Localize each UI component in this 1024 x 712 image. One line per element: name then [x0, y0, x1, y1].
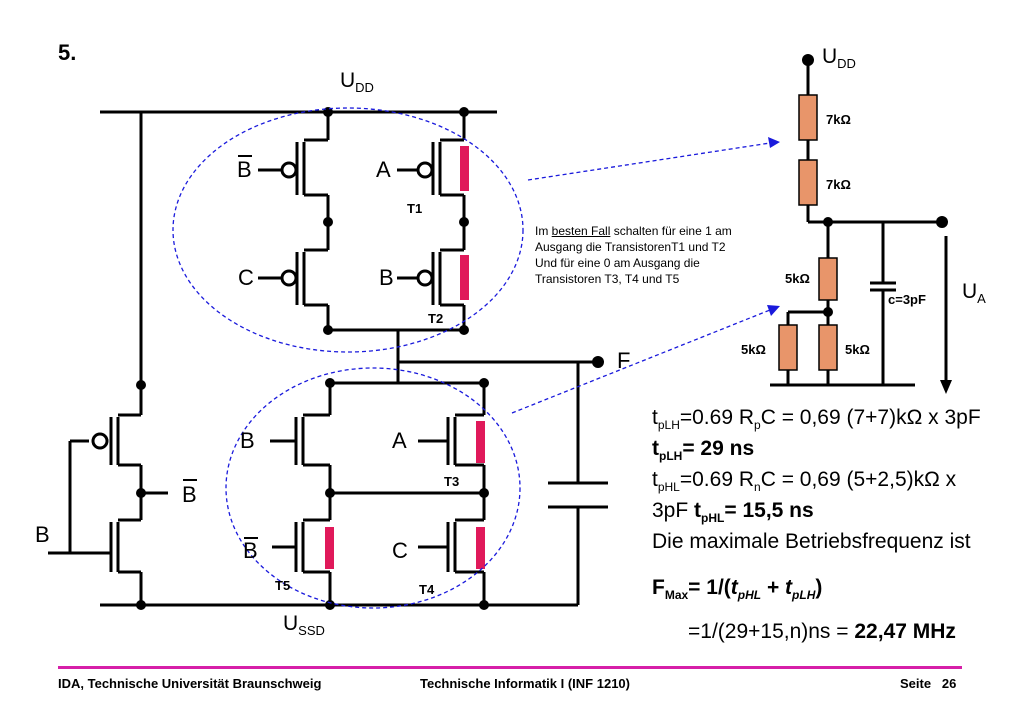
- resistor-r2-label: 7kΩ: [826, 177, 851, 192]
- footer-page: Seite 26: [900, 676, 957, 691]
- input-c-mid: C: [238, 265, 254, 290]
- input-a-lower: A: [392, 428, 407, 453]
- formula-fmax: FMax= 1/(tpHL + tpLH): [652, 576, 823, 603]
- formula-tplh: tpLH=0.69 RpC = 0,69 (7+7)kΩ x 3pF: [652, 406, 981, 433]
- nodes: [136, 54, 948, 610]
- transistor-t5-label: T5: [275, 578, 291, 593]
- input-c-bottom: C: [392, 538, 408, 563]
- formula-tphl: tpHL=0.69 RnC = 0,69 (5+2,5)kΩ x: [652, 468, 957, 495]
- result-tphl: 3pF tpHL= 15,5 ns: [652, 499, 814, 526]
- overlines: [183, 155, 258, 539]
- transistor-t2-label: T2: [428, 311, 444, 326]
- arrow-head-top: [768, 137, 780, 148]
- footer-institution: IDA, Technische Universität Braunschweig: [58, 676, 322, 691]
- output-f-label: F: [617, 348, 631, 373]
- arrow-head-bottom: [767, 305, 780, 316]
- result-tplh: tpLH= 29 ns: [652, 437, 755, 464]
- udd-label-left: UDD: [340, 69, 374, 96]
- transistor-t3-label: T3: [444, 474, 460, 489]
- footer-rule: [58, 666, 962, 669]
- transistor-t4-label: T4: [419, 582, 435, 597]
- input-b-lower: B: [240, 428, 255, 453]
- input-a-top: A: [376, 157, 391, 182]
- channel-bars: [325, 146, 485, 569]
- resistor-r1-label: 7kΩ: [826, 112, 851, 127]
- input-b-bar-top: B: [237, 157, 252, 182]
- wires: [48, 60, 948, 607]
- resistor-r4-label: 5kΩ: [741, 342, 766, 357]
- resistor-r3-label: 5kΩ: [785, 271, 810, 286]
- ua-arrow-head: [940, 380, 952, 394]
- capacitor-label: c=3pF: [888, 292, 926, 307]
- dashed-annotations: [172, 107, 771, 609]
- udd-label-right: UDD: [822, 45, 856, 72]
- resistors: [778, 94, 838, 371]
- inverter-output-b-bar: B: [182, 482, 197, 507]
- inverter-input-b: B: [35, 522, 50, 547]
- transistor-t1-label: T1: [407, 201, 423, 216]
- footer-course: Technische Informatik I (INF 1210): [420, 676, 630, 691]
- result-fmax: =1/(29+15,n)ns = 22,47 MHz: [688, 620, 956, 643]
- explanation-note: Im besten Fall schalten für eine 1 am Au…: [535, 224, 732, 286]
- input-b-mid: B: [379, 265, 394, 290]
- input-b-bar-bottom: B: [243, 538, 258, 563]
- ussd-label: USSD: [283, 612, 325, 639]
- gate-bubbles: [91, 161, 434, 450]
- slide-number: 5.: [58, 40, 77, 65]
- frequency-text: Die maximale Betriebsfrequenz ist: [652, 530, 971, 553]
- ua-label: UA: [962, 280, 986, 307]
- resistor-r5-label: 5kΩ: [845, 342, 870, 357]
